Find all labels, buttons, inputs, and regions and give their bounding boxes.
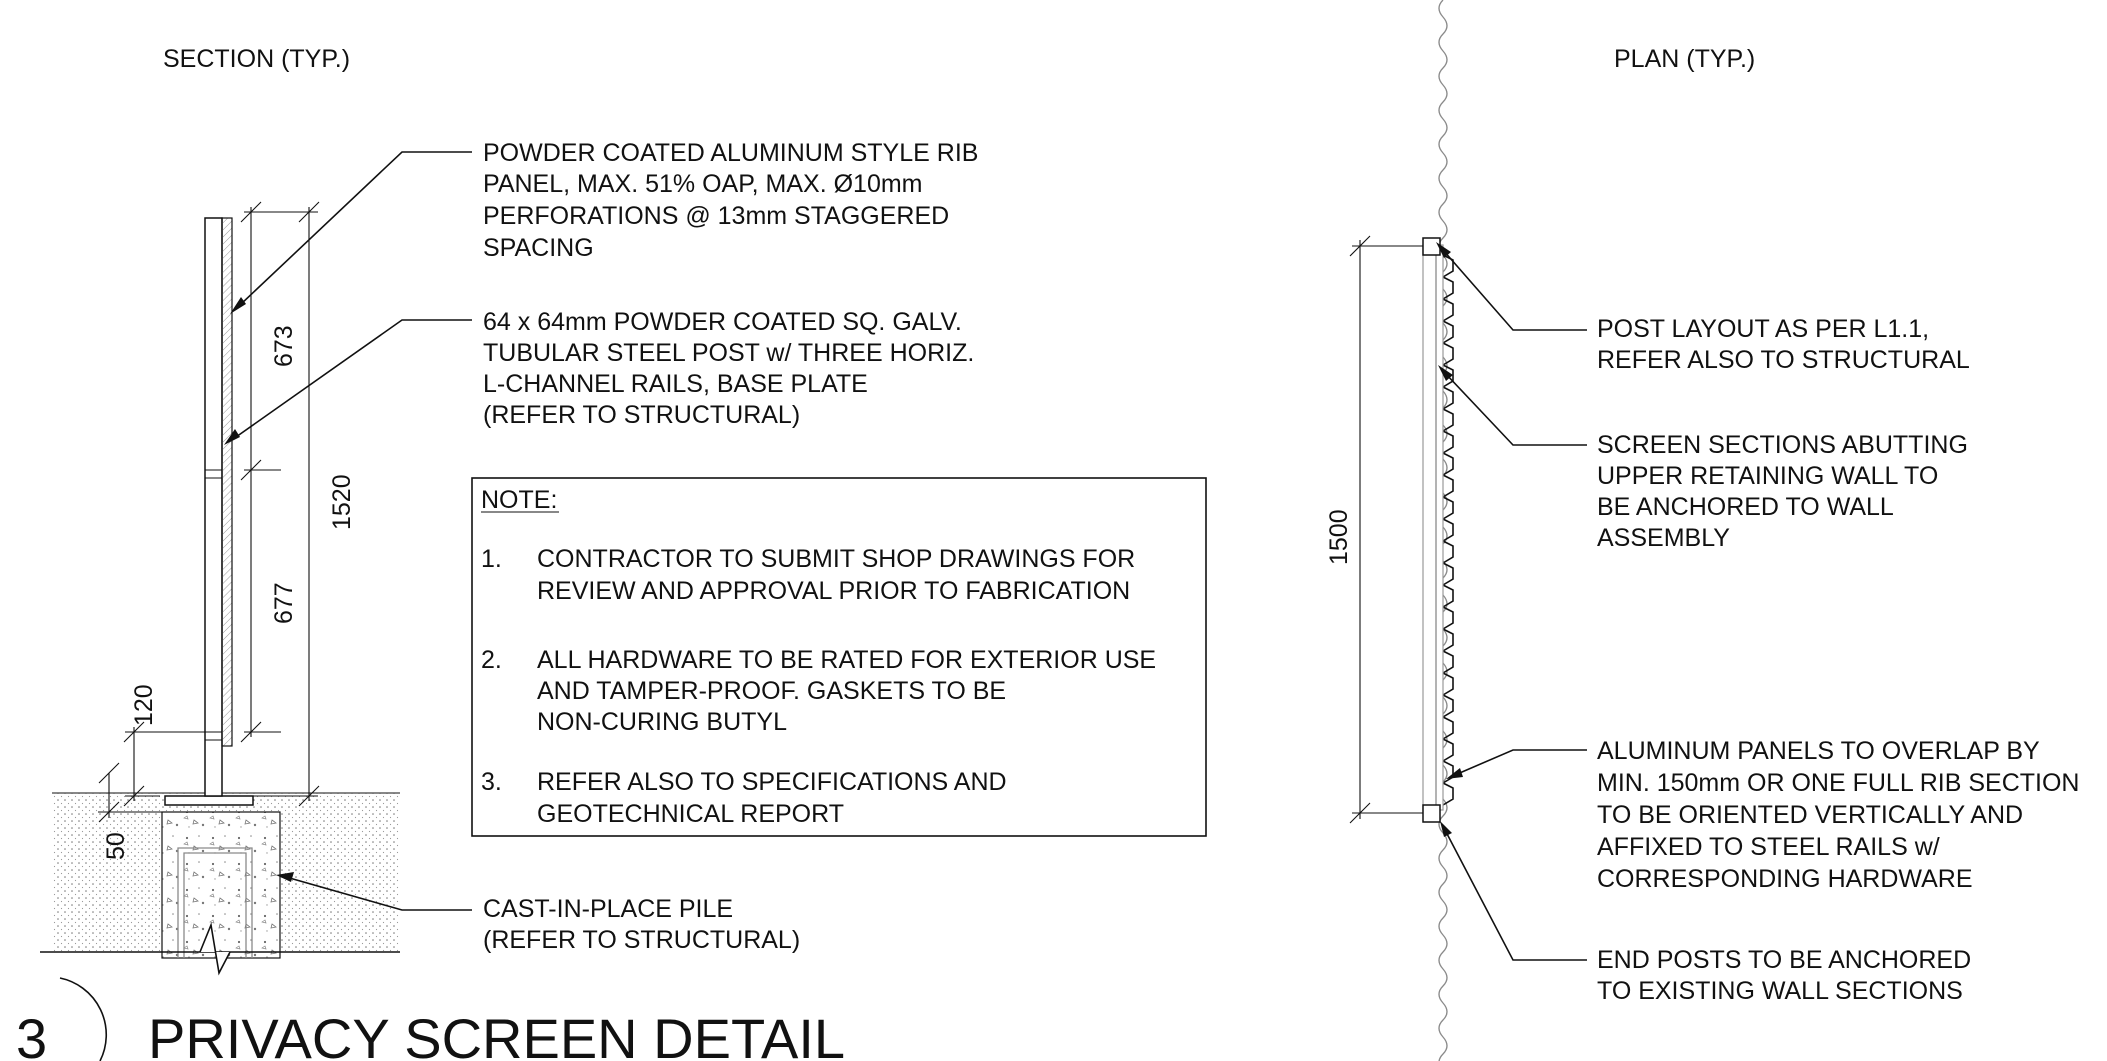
detail-title: 3 PRIVACY SCREEN DETAIL [16,977,845,1061]
callout-end-posts-line-1: END POSTS TO BE ANCHORED [1597,946,1971,974]
callout-panels-overlap-line-4: AFFIXED TO STEEL RAILS w/ [1597,833,1940,861]
concrete-pile [161,811,281,959]
dim-677: 677 [270,582,298,624]
callout-post-line-1: 64 x 64mm POWDER COATED SQ. GALV. [483,308,962,336]
callout-panel: POWDER COATED ALUMINUM STYLE RIB PANEL, … [483,139,978,262]
callout-post-line-2: TUBULAR STEEL POST w/ THREE HORIZ. [483,339,974,367]
callout-panel-line-4: SPACING [483,234,594,262]
callout-post-line-3: L-CHANNEL RAILS, BASE PLATE [483,370,868,398]
plan-wall [1422,237,1454,823]
detail-title-text: PRIVACY SCREEN DETAIL [148,1007,845,1061]
callout-pile-line-1: CAST-IN-PLACE PILE [483,895,733,923]
note-2-line-2: AND TAMPER-PROOF. GASKETS TO BE [537,677,1006,705]
plan-leaders [1436,242,1587,961]
callout-screen-sections-line-2: UPPER RETAINING WALL TO [1597,462,1938,490]
note-2-num: 2. [481,646,502,674]
callout-panels-overlap-line-2: MIN. 150mm OR ONE FULL RIB SECTION [1597,769,2079,797]
note-2-line-1: ALL HARDWARE TO BE RATED FOR EXTERIOR US… [537,646,1156,674]
callout-post-layout: POST LAYOUT AS PER L1.1, REFER ALSO TO S… [1597,315,1970,374]
callout-post: 64 x 64mm POWDER COATED SQ. GALV. TUBULA… [483,308,974,429]
note-3-line-2: GEOTECHNICAL REPORT [537,800,844,828]
callout-pile-line-2: (REFER TO STRUCTURAL) [483,926,800,954]
note-heading: NOTE: [481,486,557,514]
note-1-num: 1. [481,545,502,573]
note-3-num: 3. [481,768,502,796]
callout-panel-line-2: PANEL, MAX. 51% OAP, MAX. Ø10mm [483,170,923,198]
dim-1500: 1500 [1325,509,1353,565]
callout-screen-sections-line-3: BE ANCHORED TO WALL [1597,493,1894,521]
dim-120: 120 [130,684,158,726]
note-3-line-1: REFER ALSO TO SPECIFICATIONS AND [537,768,1007,796]
pile-break-line [40,922,400,976]
callout-panels-overlap-line-3: TO BE ORIENTED VERTICALLY AND [1597,801,2023,829]
callout-panels-overlap-line-1: ALUMINUM PANELS TO OVERLAP BY [1597,737,2040,765]
callout-pile: CAST-IN-PLACE PILE (REFER TO STRUCTURAL) [483,895,800,954]
plan-dimension [1349,235,1423,824]
callout-post-line-4: (REFER TO STRUCTURAL) [483,401,800,429]
callout-panel-line-3: PERFORATIONS @ 13mm STAGGERED [483,202,949,230]
dim-1520: 1520 [328,474,356,530]
section-dimensions [98,201,320,823]
rib-panel [221,217,233,747]
callout-end-posts-line-2: TO EXISTING WALL SECTIONS [1597,977,1963,1005]
callout-post-layout-line-2: REFER ALSO TO STRUCTURAL [1597,346,1970,374]
dim-50: 50 [102,832,130,860]
note-box: NOTE: 1. CONTRACTOR TO SUBMIT SHOP DRAWI… [471,477,1207,837]
note-1-line-2: REVIEW AND APPROVAL PRIOR TO FABRICATION [537,577,1130,605]
section-leaders [224,151,472,911]
plan-title: PLAN (TYP.) [1614,45,1755,73]
callout-screen-sections: SCREEN SECTIONS ABUTTING UPPER RETAINING… [1597,431,1968,552]
dim-673: 673 [270,325,298,367]
callout-end-posts: END POSTS TO BE ANCHORED TO EXISTING WAL… [1597,946,1971,1005]
callout-panels-overlap: ALUMINUM PANELS TO OVERLAP BY MIN. 150mm… [1597,737,2079,893]
section-title: SECTION (TYP.) [163,45,350,73]
detail-number: 3 [16,1007,47,1061]
callout-screen-sections-line-1: SCREEN SECTIONS ABUTTING [1597,431,1968,459]
steel-post [204,217,223,797]
callout-panel-line-1: POWDER COATED ALUMINUM STYLE RIB [483,139,978,167]
callout-post-layout-line-1: POST LAYOUT AS PER L1.1, [1597,315,1929,343]
callout-screen-sections-line-4: ASSEMBLY [1597,524,1730,552]
note-1-line-1: CONTRACTOR TO SUBMIT SHOP DRAWINGS FOR [537,545,1135,573]
note-2-line-3: NON-CURING BUTYL [537,708,787,736]
base-plate [164,795,254,806]
callout-panels-overlap-line-5: CORRESPONDING HARDWARE [1597,865,1973,893]
